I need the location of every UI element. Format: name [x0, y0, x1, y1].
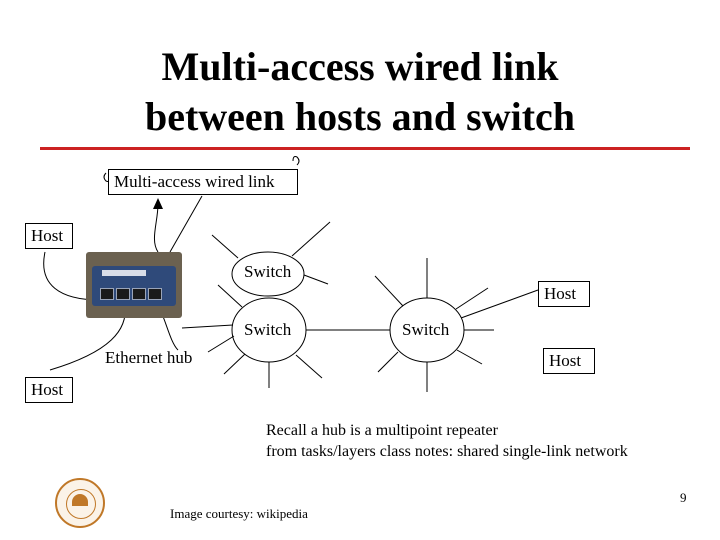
callout-arrow [153, 203, 159, 253]
spoke [295, 354, 323, 379]
image-courtesy: Image courtesy: wikipedia [170, 506, 308, 521]
spoke [207, 335, 235, 353]
spoke [303, 274, 329, 285]
ethernet-hub-label: Ethernet hub [105, 348, 193, 367]
host-box-right: Host [538, 281, 590, 307]
host-label: Host [31, 226, 64, 245]
switch-ellipse-top [231, 251, 305, 297]
spoke [217, 284, 243, 308]
host-label: Host [544, 284, 577, 303]
multi-access-callout: Multi-access wired link [108, 169, 298, 195]
spoke [456, 349, 483, 365]
spoke [374, 275, 404, 307]
title-underline [40, 147, 690, 150]
recall-note: Recall a hub is a multipoint repeater fr… [266, 420, 628, 462]
host-box-bottom-left: Host [25, 377, 73, 403]
host-box-right-lower: Host [543, 348, 595, 374]
scroll-curl-right [292, 156, 300, 166]
slide-title: Multi-access wired link between hosts an… [0, 42, 720, 142]
hub-switch-link [181, 324, 234, 329]
host-label: Host [31, 380, 64, 399]
spoke [291, 221, 331, 257]
spoke [377, 351, 399, 373]
title-line-1: Multi-access wired link [161, 44, 559, 89]
callout-leader [169, 195, 203, 253]
spoke [223, 353, 246, 375]
page-number: 9 [680, 490, 687, 505]
university-seal-logo [55, 478, 105, 528]
host-link [460, 289, 539, 319]
switch-label-right: Switch [402, 320, 450, 339]
host-label: Host [549, 351, 582, 370]
spoke [211, 234, 239, 259]
switch-label-left: Switch [244, 320, 292, 339]
ethernet-hub-photo [86, 252, 182, 318]
callout-label: Multi-access wired link [114, 172, 275, 191]
switch-label-top: Switch [244, 262, 292, 281]
spoke [455, 287, 489, 310]
arrow-head [153, 198, 163, 209]
host-box-top-left: Host [25, 223, 73, 249]
note-line-2: from tasks/layers class notes: shared si… [266, 443, 628, 460]
title-line-2: between hosts and switch [144, 94, 576, 139]
note-line-1: Recall a hub is a multipoint repeater [266, 422, 498, 439]
